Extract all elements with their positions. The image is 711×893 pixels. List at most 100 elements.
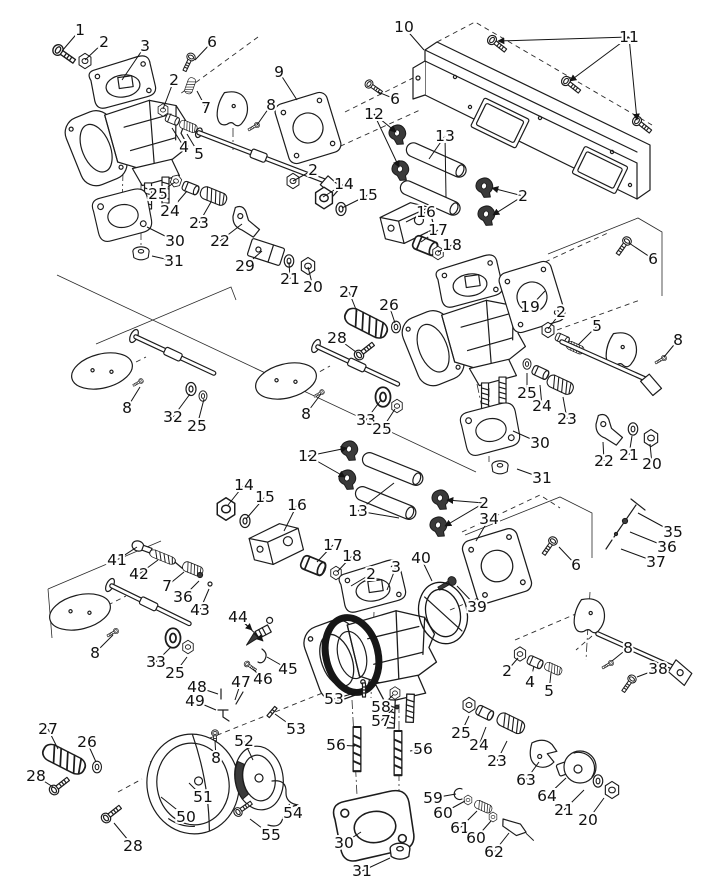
nut-20a xyxy=(300,256,316,276)
callout-24: 24 xyxy=(467,726,491,756)
callout-12: 12 xyxy=(296,445,348,478)
svg-text:8: 8 xyxy=(90,644,100,662)
shaft-1 xyxy=(129,328,217,376)
svg-text:2: 2 xyxy=(556,303,566,321)
callout-25: 25 xyxy=(146,181,176,205)
bracket-screw-11c xyxy=(630,114,654,136)
svg-text:30: 30 xyxy=(165,232,185,250)
butterfly-valve-3 xyxy=(45,587,115,637)
callout-4: 4 xyxy=(523,665,537,693)
screw-8e xyxy=(105,627,120,639)
svg-text:31: 31 xyxy=(532,469,552,487)
svg-text:25: 25 xyxy=(517,384,537,402)
svg-text:44: 44 xyxy=(228,608,248,626)
svg-text:15: 15 xyxy=(358,186,378,204)
clamp-12b xyxy=(388,158,412,183)
svg-text:21: 21 xyxy=(619,446,639,464)
screw-8c xyxy=(131,377,145,388)
svg-text:14: 14 xyxy=(234,476,254,494)
gasket-30a xyxy=(90,186,155,244)
svg-text:24: 24 xyxy=(160,202,180,220)
svg-text:26: 26 xyxy=(379,296,399,314)
svg-text:25: 25 xyxy=(372,420,392,438)
spring-5c xyxy=(542,660,564,677)
callout-7: 7 xyxy=(160,571,185,597)
callout-8: 8 xyxy=(256,94,278,126)
callout-5: 5 xyxy=(577,315,604,346)
callout-25: 25 xyxy=(163,656,188,684)
svg-text:15: 15 xyxy=(255,488,275,506)
washer-26a xyxy=(390,320,402,334)
callout-8: 8 xyxy=(120,386,141,419)
callout-21: 21 xyxy=(278,261,302,290)
svg-text:2: 2 xyxy=(99,33,109,51)
svg-text:6: 6 xyxy=(571,556,581,574)
callout-32: 32 xyxy=(161,393,191,428)
callout-23: 23 xyxy=(555,396,579,430)
callout-34: 34 xyxy=(475,508,501,542)
callout-28: 28 xyxy=(325,327,357,353)
svg-text:31: 31 xyxy=(164,252,184,270)
svg-text:25: 25 xyxy=(451,724,471,742)
callout-29: 29 xyxy=(233,250,263,277)
callout-60: 60 xyxy=(464,820,492,849)
callout-30: 30 xyxy=(146,226,187,252)
callout-13: 13 xyxy=(428,125,457,198)
svg-text:21: 21 xyxy=(554,801,574,819)
svg-text:56: 56 xyxy=(326,736,346,754)
svg-text:55: 55 xyxy=(261,826,281,844)
callout-31: 31 xyxy=(516,467,554,489)
cylinder-17b xyxy=(298,553,329,578)
throttle-rod-2 xyxy=(559,339,663,397)
svg-text:22: 22 xyxy=(210,232,230,250)
callout-41: 41 xyxy=(105,546,138,571)
callout-28: 28 xyxy=(113,822,145,857)
flange-plate-34 xyxy=(459,525,535,607)
nut-20c xyxy=(604,780,620,800)
callout-31: 31 xyxy=(350,857,391,882)
pin-53a xyxy=(266,705,278,719)
callout-21: 21 xyxy=(552,789,585,821)
callout-61: 61 xyxy=(448,810,478,839)
svg-text:28: 28 xyxy=(123,837,143,855)
callout-46: 46 xyxy=(251,668,275,690)
callout-20: 20 xyxy=(640,443,664,475)
screw-6c xyxy=(613,234,634,258)
jet-4b xyxy=(525,654,545,671)
nut-25e xyxy=(182,639,194,655)
svg-text:8: 8 xyxy=(266,96,276,114)
svg-text:25: 25 xyxy=(148,185,168,203)
air-horn-ring-3 xyxy=(321,614,383,696)
callout-11: 11 xyxy=(497,26,641,121)
svg-text:36: 36 xyxy=(173,588,193,606)
shaft-2 xyxy=(311,338,401,387)
callout-52: 52 xyxy=(232,730,256,761)
callout-2: 2 xyxy=(350,563,378,587)
callout-14: 14 xyxy=(227,474,256,506)
svg-text:17: 17 xyxy=(323,536,343,554)
o-ring-40 xyxy=(417,581,469,645)
svg-text:3: 3 xyxy=(140,37,150,55)
callout-19: 19 xyxy=(518,290,546,318)
svg-text:12: 12 xyxy=(298,447,318,465)
callout-2: 2 xyxy=(547,301,568,330)
bolt-28a xyxy=(351,339,377,363)
block-29 xyxy=(246,238,286,266)
svg-text:63: 63 xyxy=(516,771,536,789)
svg-text:60: 60 xyxy=(466,829,486,847)
svg-text:59: 59 xyxy=(423,789,443,807)
needle-35-36-37 xyxy=(605,498,646,550)
callout-35: 35 xyxy=(637,512,685,543)
callout-2: 2 xyxy=(444,492,491,527)
svg-text:23: 23 xyxy=(189,214,209,232)
svg-text:16: 16 xyxy=(287,496,307,514)
callout-8: 8 xyxy=(611,637,635,662)
callout-47: 47 xyxy=(229,671,253,701)
svg-text:8: 8 xyxy=(673,331,683,349)
svg-text:20: 20 xyxy=(642,455,662,473)
nut-14b xyxy=(216,497,236,521)
callout-24: 24 xyxy=(158,190,188,222)
choke-plate-3 xyxy=(571,596,608,636)
